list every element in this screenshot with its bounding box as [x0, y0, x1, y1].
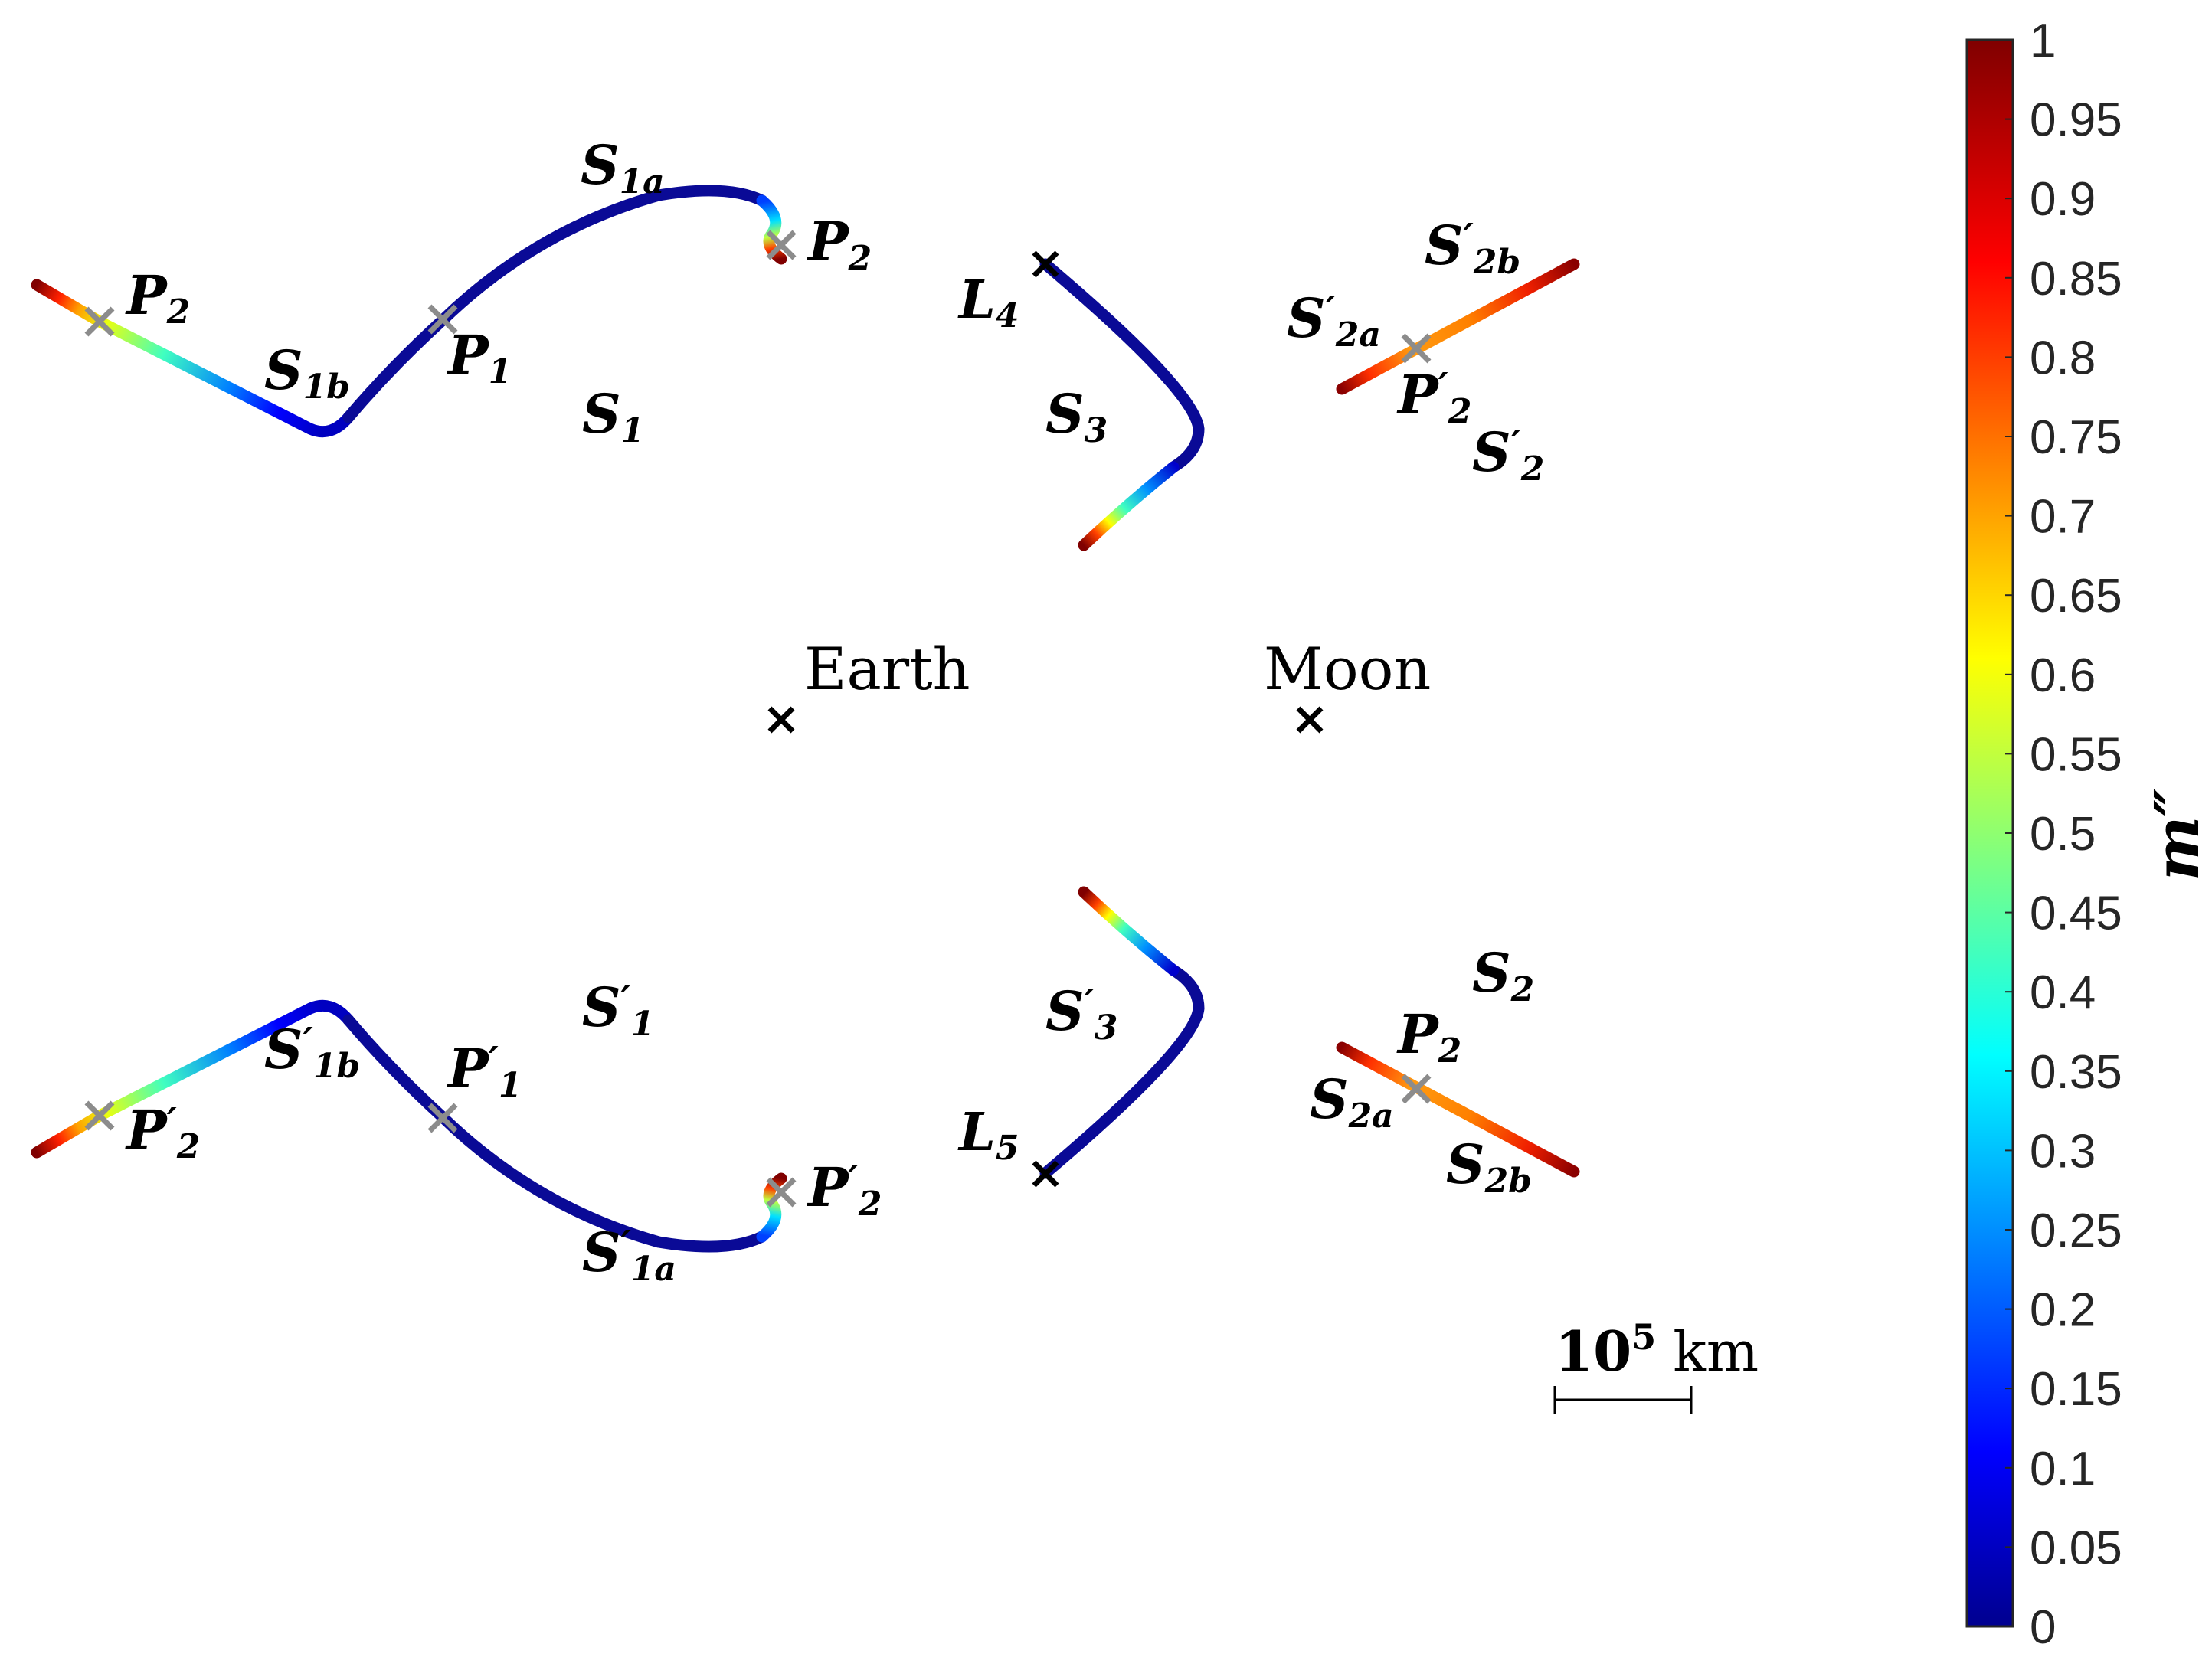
- segment-s2-prime: [1336, 258, 1580, 395]
- colorbar: 0 0.05 0.1 0.15 0.2 0.25 0.3 0.35 0.4 0.45 0.5 0.55…: [1965, 15, 2212, 1654]
- arc-s1a: [342, 185, 768, 423]
- label-s1a-prime: S′1a: [582, 1221, 676, 1289]
- colorbar-tick-label: 0.65: [2030, 570, 2122, 623]
- label-earth: Earth: [804, 635, 970, 703]
- marker-l4: [1032, 250, 1059, 278]
- trajectory-s3-top: [1039, 258, 1205, 551]
- colorbar-tick-label: 0.6: [2030, 649, 2096, 702]
- label-s2-prime: S′2: [1472, 420, 1544, 489]
- label-s2a-prime: S′2a: [1287, 286, 1381, 355]
- colorbar-tick-label: 0.3: [2030, 1125, 2096, 1178]
- arc-s1b-prime: [31, 999, 355, 1159]
- colorbar-tick-label: 0.4: [2030, 966, 2096, 1019]
- arc-s1a-prime: [342, 1014, 768, 1253]
- colorbar-tick-label: 0.85: [2030, 253, 2122, 306]
- label-s2b-prime: S′2b: [1425, 214, 1520, 282]
- label-p2-top-left: P2: [125, 263, 190, 332]
- marker-p1p-bot: [427, 1103, 458, 1133]
- colorbar-tick-label: 0.8: [2030, 332, 2096, 384]
- colorbar-tick-label: 0.05: [2030, 1522, 2122, 1574]
- label-s1-prime: S′1: [582, 976, 654, 1044]
- marker-l5: [1032, 1160, 1059, 1188]
- marker-p2-top-left: [84, 306, 115, 337]
- colorbar-tick-label: 0.75: [2030, 411, 2122, 464]
- colorbar-tick-label: 0: [2030, 1601, 2056, 1654]
- arc-s3: [1039, 258, 1205, 473]
- segment-s2: [1336, 1041, 1580, 1178]
- marker-p2p-top-right: [1401, 333, 1432, 364]
- marker-p2p-bot-left: [84, 1100, 115, 1131]
- marker-earth: [767, 706, 795, 734]
- label-l4: L4: [957, 270, 1019, 335]
- arc-s3-tail: [1078, 461, 1180, 551]
- label-p1p-bot: P′1: [447, 1037, 522, 1105]
- label-p2p-top-right: P′2: [1396, 363, 1471, 431]
- label-s1: S1: [582, 382, 644, 450]
- label-s1b-prime: S′1b: [264, 1018, 360, 1086]
- colorbar-tick-label: 0.25: [2030, 1204, 2122, 1257]
- marker-p2-top-mid: [766, 230, 797, 260]
- marker-moon: [1296, 706, 1324, 734]
- gray-point-markers: [84, 230, 1432, 1208]
- colorbar-tick-label: 0.7: [2030, 491, 2096, 544]
- colorbar-tick-label: 0.95: [2030, 94, 2122, 147]
- label-moon: Moon: [1264, 635, 1431, 703]
- trajectory-s2: [1336, 1041, 1580, 1178]
- label-p2p-bot-left: P′2: [125, 1098, 200, 1166]
- label-s2: S2: [1472, 941, 1534, 1009]
- label-s3: S3: [1045, 382, 1108, 450]
- colorbar-tick-label: 0.1: [2030, 1443, 2096, 1495]
- colorbar-tick-label: 0.9: [2030, 173, 2096, 226]
- label-s2b: S2b: [1446, 1133, 1532, 1201]
- colorbar-tick-label: 0.2: [2030, 1284, 2096, 1337]
- arc-s3-prime: [1039, 964, 1205, 1179]
- label-s2a: S2a: [1310, 1067, 1394, 1136]
- label-l5: L5: [957, 1102, 1019, 1168]
- label-p2p-bot-mid: P′2: [807, 1155, 882, 1224]
- label-p1-top: P1: [447, 323, 512, 391]
- marker-p2-bot-right: [1401, 1074, 1432, 1104]
- arc-s1b: [31, 279, 355, 438]
- marker-p1-top: [427, 304, 458, 335]
- marker-p2p-bot-mid: [766, 1177, 797, 1208]
- colorbar-tick-label: 0.5: [2030, 808, 2096, 861]
- trajectory-s3-bottom: [1039, 886, 1205, 1179]
- trajectory-s2-prime: [1336, 258, 1580, 395]
- arc-s3-prime-tail: [1078, 886, 1180, 976]
- colorbar-tick-label: 0.15: [2030, 1363, 2122, 1416]
- colorbar-ticks: 0 0.05 0.1 0.15 0.2 0.25 0.3 0.35 0.4 0.45 0.5 0.55…: [2005, 15, 2122, 1654]
- label-s1b: S1b: [264, 338, 350, 407]
- label-s3-prime: S′3: [1045, 979, 1117, 1048]
- label-s1a: S1a: [581, 133, 665, 201]
- label-p2-bot-right: P2: [1396, 1002, 1461, 1070]
- colorbar-label: m″: [2141, 789, 2212, 881]
- colorbar-tick-label: 0.55: [2030, 728, 2122, 781]
- colorbar-tick-label: 0.45: [2030, 887, 2122, 940]
- label-p2-top-mid: P2: [807, 210, 872, 278]
- colorbar-tick-label: 0.35: [2030, 1046, 2122, 1099]
- colorbar-tick-label: 1: [2030, 15, 2056, 67]
